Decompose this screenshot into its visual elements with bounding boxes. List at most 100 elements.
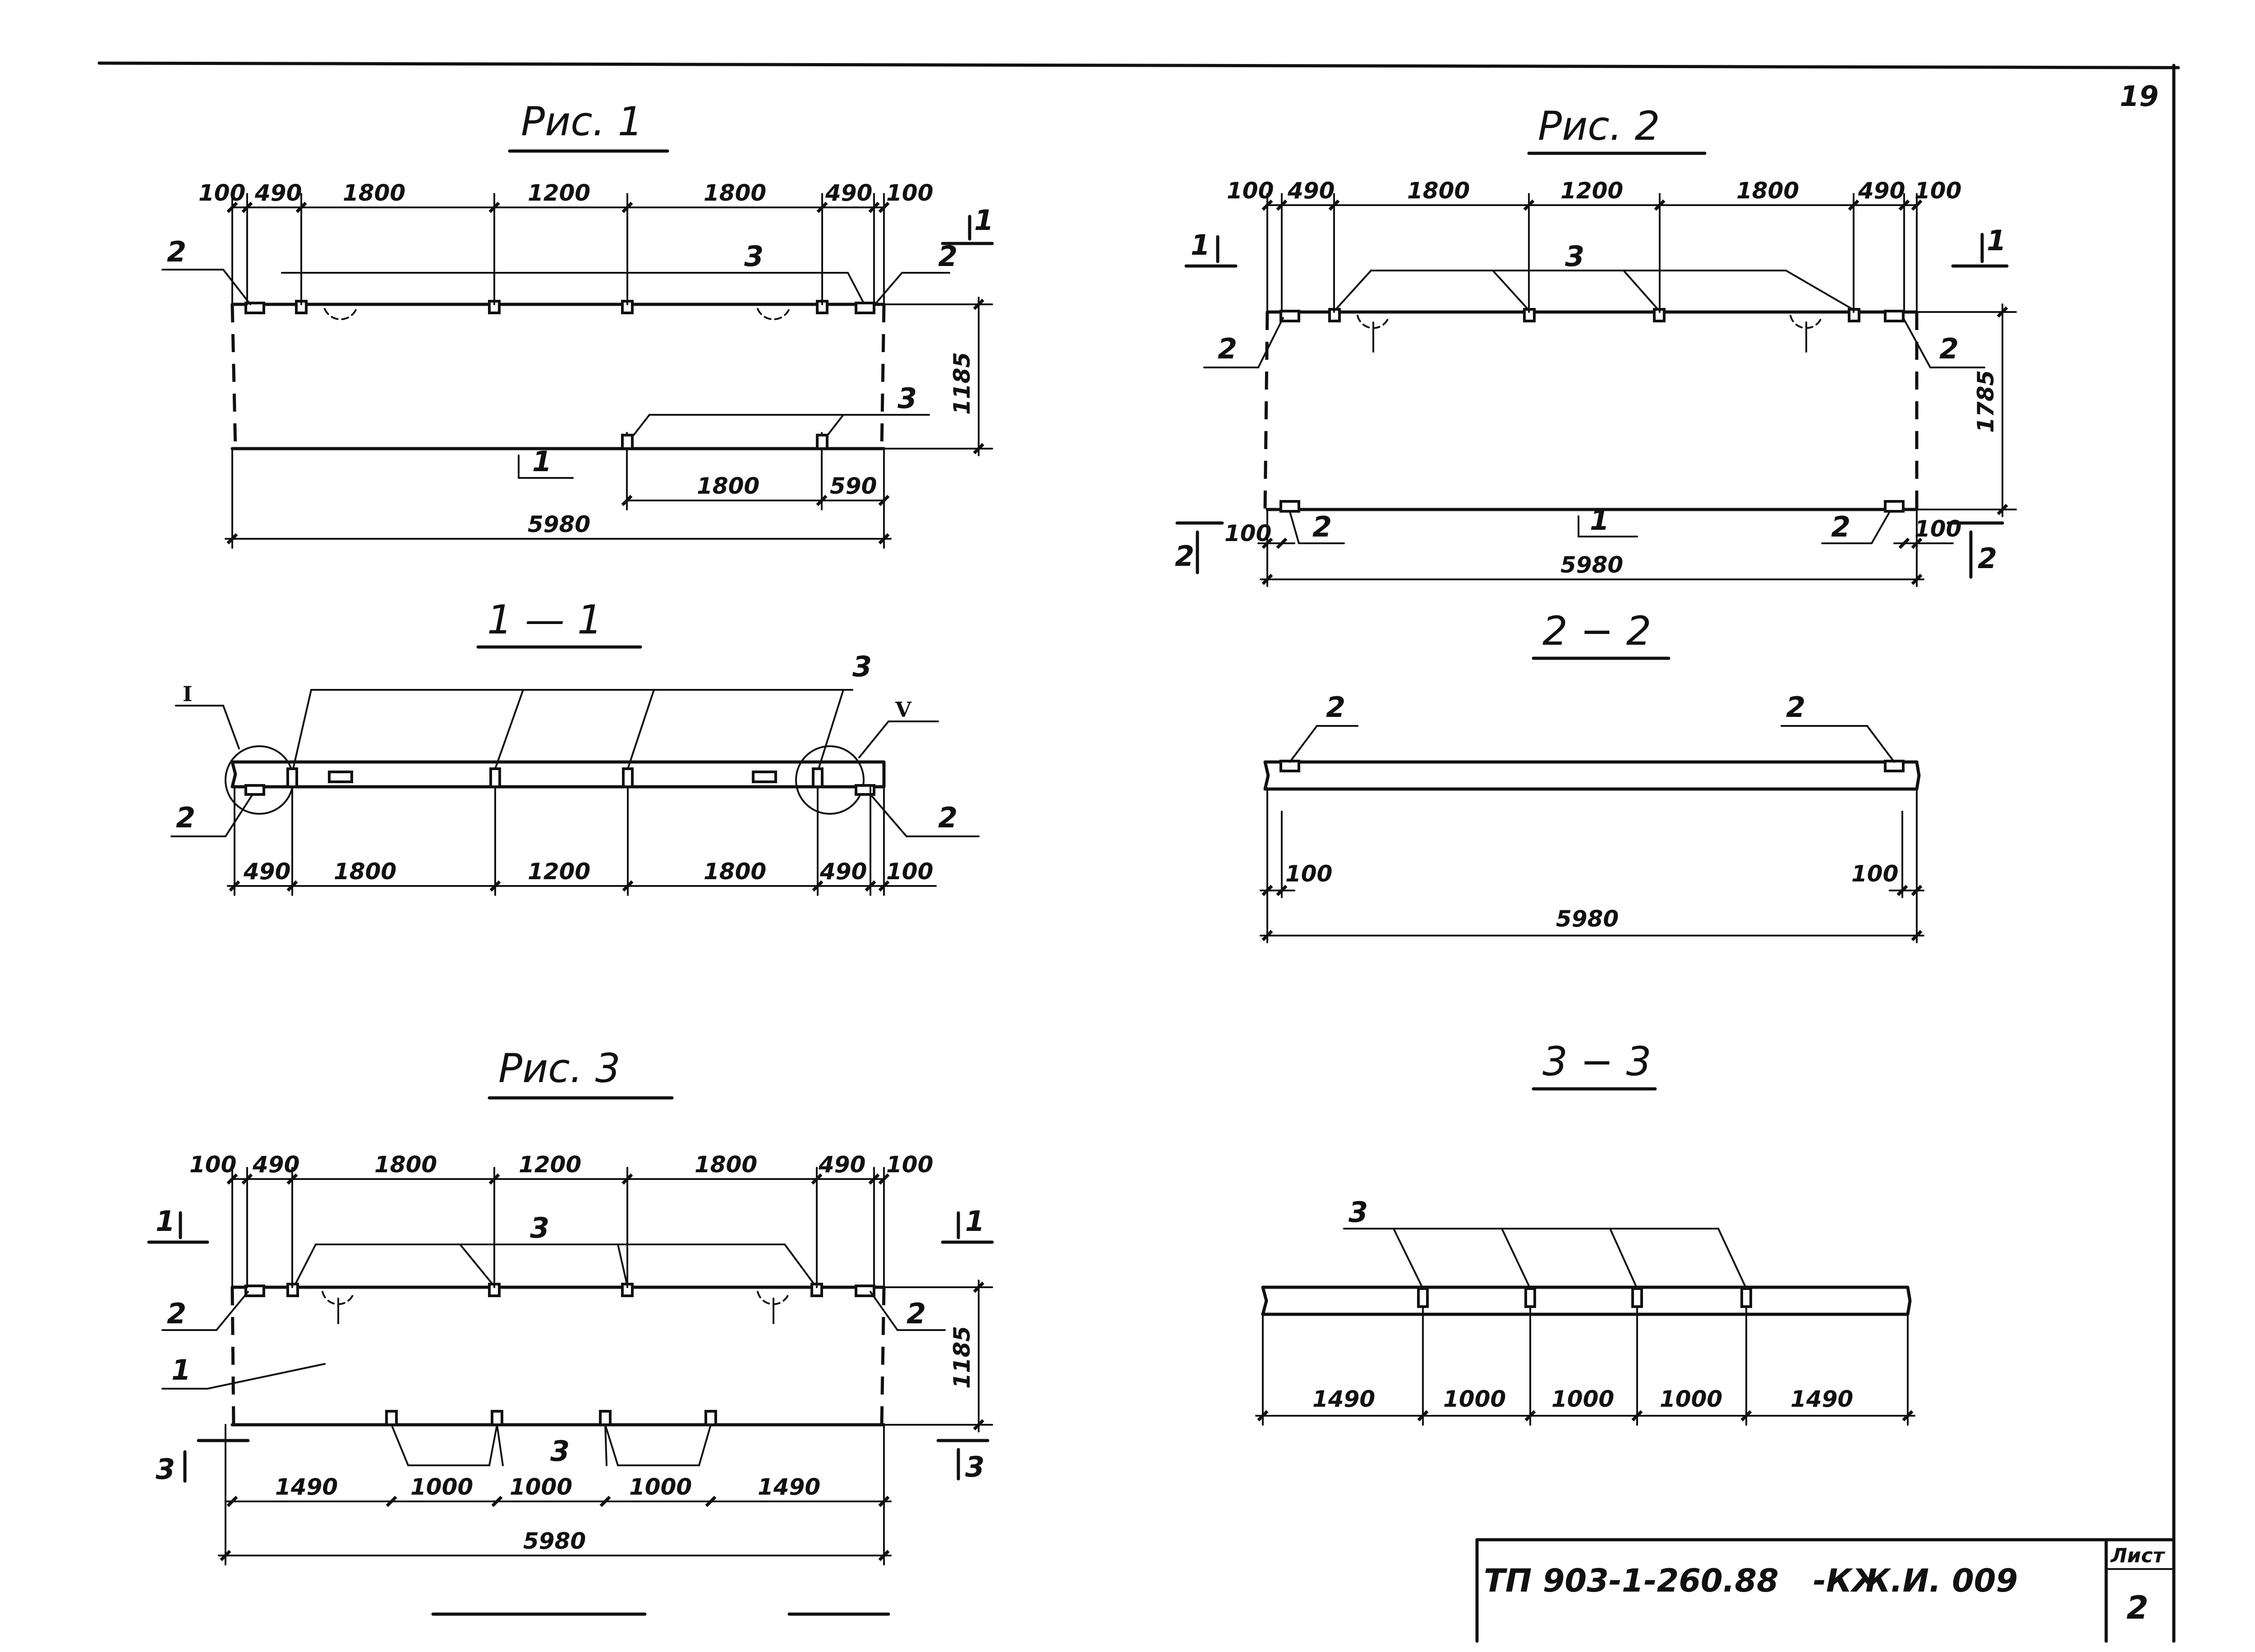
fig1-total: 5980 [528, 511, 590, 537]
figure-1: Рис. 1 100 490 1800 [161, 98, 994, 549]
sec11-slab [230, 760, 886, 789]
fig3-label: 3 [550, 1435, 570, 1468]
fig3-dim: 100 [886, 1152, 933, 1178]
sec11-label: 3 [852, 650, 872, 683]
sec33-dim: 1000 [1443, 1386, 1506, 1412]
sec22-dim: 100 [1285, 861, 1332, 887]
fig1-dim: 490 [254, 180, 302, 206]
sec33-label: 3 [1348, 1196, 1368, 1229]
fig3-label: 2 [907, 1297, 926, 1330]
fig1-height-dim: 1185 [949, 352, 975, 415]
fig3-cut1-label: 1 [156, 1205, 175, 1238]
sec33-loop [1740, 1287, 1752, 1308]
fig3-dim: 1000 [510, 1474, 572, 1500]
sec33-title: 3 − 3 [1542, 1038, 1652, 1085]
sec22-dim: 100 [1851, 861, 1898, 887]
page-number: 19 [2120, 80, 2158, 113]
leader [870, 794, 907, 837]
title-block: ТП 903-1-260.88 -КЖ.И. 009 Лист 2 [431, 1538, 2176, 1643]
leader [1492, 270, 1529, 310]
leader [858, 720, 889, 758]
leader [874, 272, 903, 305]
fig3-label: 3 [530, 1211, 549, 1244]
sec33-loop [1524, 1287, 1536, 1308]
fig2-dim: 490 [1858, 178, 1905, 204]
stamp-sheet-label: Лист [2110, 1544, 2165, 1567]
fig3-dim: 1000 [629, 1474, 692, 1500]
frame-top-line [97, 61, 2180, 69]
fig1-label: 3 [744, 240, 764, 273]
sec11-dim: 1800 [704, 858, 766, 885]
fig3-dim: 1800 [695, 1152, 757, 1178]
leader [1393, 1228, 1424, 1289]
leader [1257, 317, 1284, 368]
leader [496, 1424, 504, 1466]
sec11-loop [622, 767, 634, 788]
fig3-bottom-loop [385, 1410, 398, 1426]
leader [847, 272, 865, 304]
fig3-bottom-loop [704, 1410, 717, 1426]
fig3-dim: 1200 [519, 1152, 581, 1178]
fig3-dim: 1490 [758, 1474, 820, 1500]
fig2-embed [1279, 500, 1300, 513]
fig1-bottom-loop [621, 434, 634, 450]
leader [870, 1291, 898, 1331]
fig3-cut3-label: 3 [156, 1453, 175, 1486]
sec11-loop [286, 767, 298, 788]
leader [207, 1363, 326, 1390]
fig3-dim: 1000 [410, 1474, 473, 1500]
fig2-embed [1279, 310, 1300, 322]
fig2-label: 3 [1565, 240, 1584, 273]
sec11-title: 1 — 1 [487, 597, 603, 643]
fig3-cut1-label: 1 [965, 1205, 985, 1238]
sec11-node-circle [225, 745, 294, 815]
fig1-label: 1 [532, 445, 552, 478]
fig2-dim: 100 [1224, 520, 1271, 546]
leader [633, 414, 650, 436]
fig3-label: 2 [167, 1297, 186, 1330]
fig1-cut-label: 1 [974, 204, 994, 237]
sec22-total: 5980 [1556, 906, 1619, 932]
fig1-plate-left [230, 304, 237, 449]
fig1-embed-2-right [855, 302, 875, 314]
fig2-height-dim: 1785 [1973, 370, 1999, 433]
fig1-dim: 1800 [704, 180, 766, 206]
sec22-label: 2 [1326, 691, 1345, 724]
fig3-embed [244, 1285, 265, 1297]
fig3-embed [855, 1285, 875, 1297]
fig3-bottom-loop [599, 1410, 612, 1426]
sec11-dim: 1200 [528, 858, 590, 885]
sec33-loop [1631, 1287, 1643, 1308]
fig2-dim: 100 [1914, 516, 1961, 542]
leader [1289, 725, 1318, 763]
section-2-2: 2 − 2 2 2 100 100 5980 [1260, 608, 1924, 943]
fig2-cut1-label: 1 [1191, 229, 1210, 262]
leader [827, 414, 844, 436]
fig1-dim: 1200 [528, 180, 590, 206]
fig2-label: 1 [1590, 504, 1609, 537]
stamp-sheet-number: 2 [2126, 1589, 2149, 1626]
sec11-dim: 1800 [334, 858, 396, 885]
figure-2: Рис. 2 100 490 180 [1175, 103, 2017, 587]
sec11-loop [812, 767, 824, 788]
fig1-title: Рис. 1 [521, 98, 643, 145]
sec22-slab [1263, 760, 1921, 791]
sec11-loop [489, 767, 501, 788]
fig2-cut1-label: 1 [1987, 224, 2006, 257]
fig1-dim: 1800 [697, 473, 759, 499]
leader [292, 689, 312, 770]
fig2-total: 5980 [1560, 552, 1623, 578]
sec22-label: 2 [1786, 691, 1805, 724]
leader [295, 1244, 317, 1285]
leader [1501, 1228, 1531, 1289]
sec11-dim: 490 [243, 858, 290, 885]
sec11-hole [328, 771, 353, 783]
fig1-plate-right [880, 304, 886, 449]
fig2-cut2-label: 2 [1978, 542, 1997, 575]
sec11-node-circle [795, 745, 865, 815]
leader [1609, 1228, 1638, 1289]
fig2-label: 2 [1312, 510, 1332, 543]
fig1-hole-mark [757, 308, 790, 321]
fig2-dim: 1200 [1560, 178, 1623, 204]
fig3-total: 5980 [523, 1528, 586, 1554]
